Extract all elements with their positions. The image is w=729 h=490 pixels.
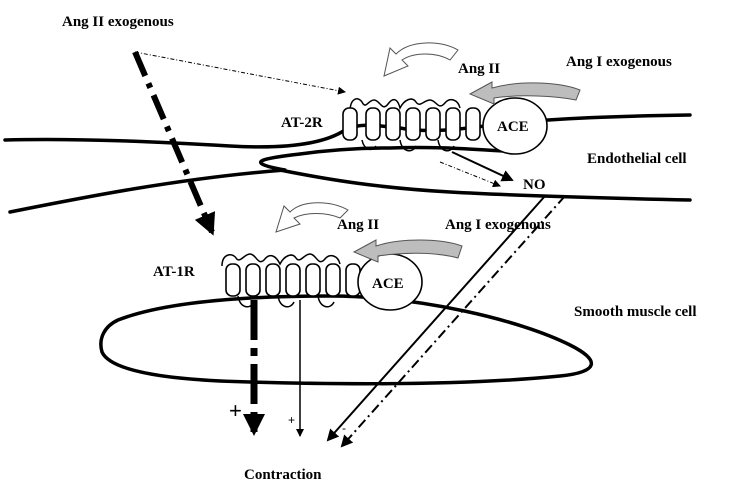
- label-at1r: AT-1R: [153, 264, 195, 280]
- curved-arrow-ang2-top: [383, 42, 459, 77]
- label-contraction: Contraction: [244, 467, 322, 483]
- label-ang2-top: Ang II: [458, 61, 500, 77]
- label-no: NO: [523, 177, 546, 193]
- at2r-to-no-dashed-arrow: [439, 161, 501, 188]
- curved-arrow-ang2-bottom: [275, 202, 349, 233]
- label-ace-top: ACE: [497, 119, 529, 135]
- label-ang1-exogenous-top: Ang I exogenous: [566, 54, 672, 70]
- label-minus: -: [342, 421, 346, 435]
- label-endothelial-cell: Endothelial cell: [587, 151, 687, 167]
- ang2-exogenous-path: [132, 50, 216, 236]
- label-at2r: AT-2R: [281, 115, 323, 131]
- label-smooth-muscle-cell: Smooth muscle cell: [574, 304, 696, 320]
- no-to-contraction-dashdot: [340, 195, 566, 448]
- endothelial-membrane-left-lower: [8, 145, 522, 214]
- ang2-to-at2r-arrow: [134, 51, 346, 95]
- label-plus-small: +: [288, 413, 295, 427]
- at2r-receptor: [342, 98, 481, 152]
- ace-enzyme-top: [482, 97, 548, 155]
- label-plus-big: +: [229, 398, 242, 423]
- endothelial-membrane-lower: [278, 168, 692, 202]
- curved-arrow-ang1-bottom: [352, 239, 463, 263]
- no-to-contraction-solid: [326, 195, 546, 442]
- label-ang2-exogenous: Ang II exogenous: [62, 14, 174, 30]
- label-ang1-exogenous-bottom: Ang I exogenous: [445, 217, 551, 233]
- label-ang2-bottom: Ang II: [337, 217, 379, 233]
- label-ace-bottom: ACE: [372, 276, 404, 292]
- at2r-to-no-arrow: [451, 151, 514, 182]
- at1r-receptor: [221, 253, 361, 308]
- smooth-muscle-cell-outline: [99, 294, 593, 386]
- curved-arrow-ang1-top: [468, 81, 581, 105]
